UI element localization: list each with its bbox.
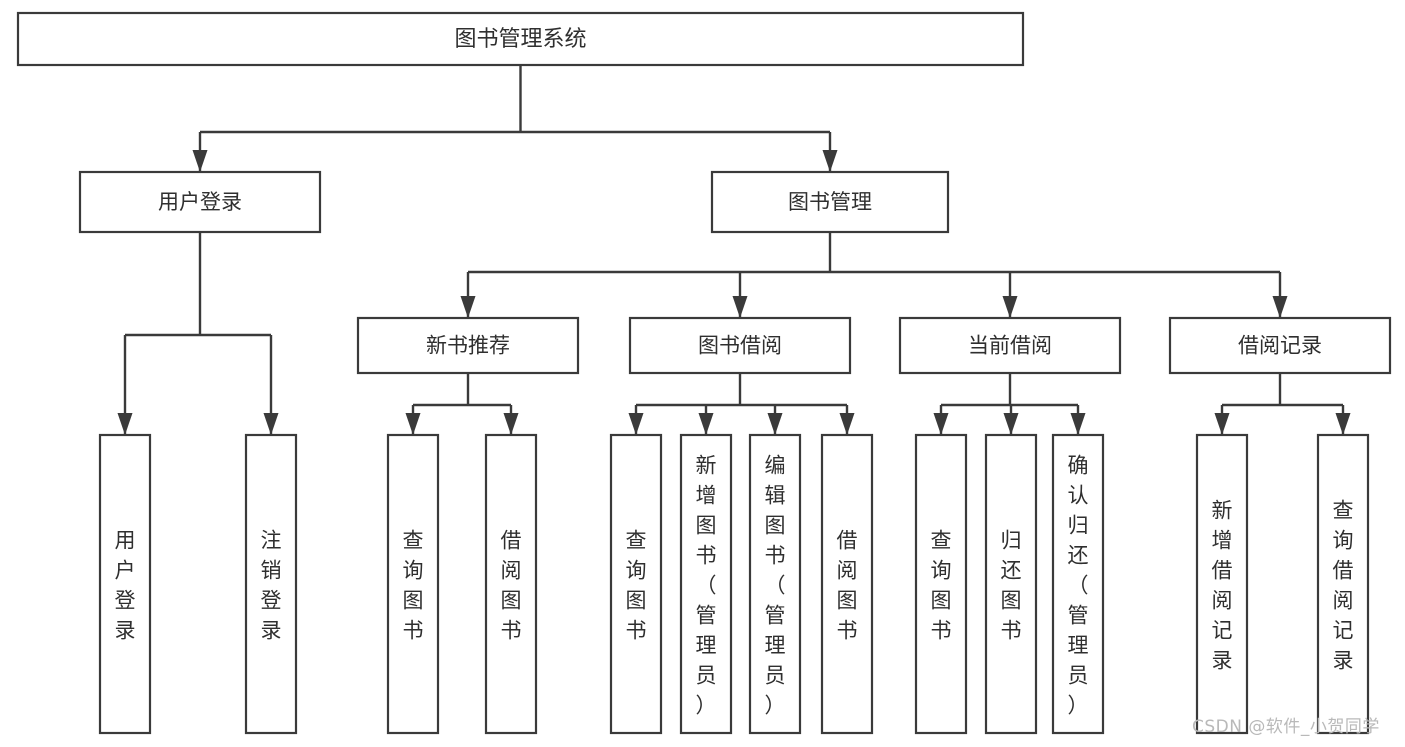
node-leaf-user-login-rect bbox=[98, 433, 152, 735]
node-leaf-query-record-label: 查询借阅记录 bbox=[1333, 498, 1354, 672]
node-leaf-confirm-return-label: 确认归还（管理员） bbox=[1068, 453, 1089, 717]
node-layer: 图书管理系统用户登录图书管理新书推荐图书借阅当前借阅借阅记录用户登录注销登录查询… bbox=[16, 11, 1392, 735]
node-user-login[interactable]: 用户登录 bbox=[78, 170, 322, 234]
node-leaf-borrow-book-2-label: 借阅图书 bbox=[837, 528, 858, 642]
book-borrow-arrow-2 bbox=[767, 413, 783, 435]
node-leaf-query-book-1-rect bbox=[386, 433, 440, 735]
node-leaf-query-book-1[interactable]: 查询图书 bbox=[386, 433, 440, 735]
node-leaf-add-book-rect bbox=[679, 433, 733, 735]
node-leaf-borrow-book-2[interactable]: 借阅图书 bbox=[820, 433, 874, 735]
user-login-arrow-0 bbox=[117, 413, 133, 435]
node-leaf-logout-login-rect bbox=[244, 433, 298, 735]
node-leaf-query-book-1-label: 查询图书 bbox=[403, 528, 424, 642]
node-new-book-recommend[interactable]: 新书推荐 bbox=[356, 316, 580, 375]
new-book-arrow-1 bbox=[503, 413, 519, 435]
node-leaf-query-record-rect bbox=[1316, 433, 1370, 735]
book-manage-arrow-3 bbox=[1272, 296, 1288, 318]
node-book-borrow[interactable]: 图书借阅 bbox=[628, 316, 852, 375]
node-leaf-user-login[interactable]: 用户登录 bbox=[98, 433, 152, 735]
current-borrow-arrow-0 bbox=[933, 413, 949, 435]
node-borrow-record-rect bbox=[1168, 316, 1392, 375]
node-leaf-user-login-label: 用户登录 bbox=[115, 528, 136, 642]
node-leaf-add-record-rect bbox=[1195, 433, 1249, 735]
node-leaf-edit-book-rect bbox=[748, 433, 802, 735]
borrow-record-arrow-1 bbox=[1335, 413, 1351, 435]
node-borrow-record-label: 借阅记录 bbox=[1238, 334, 1322, 358]
node-root-system[interactable]: 图书管理系统 bbox=[16, 11, 1025, 67]
node-leaf-borrow-book-1-rect bbox=[484, 433, 538, 735]
node-leaf-query-book-3[interactable]: 查询图书 bbox=[914, 433, 968, 735]
node-leaf-query-book-3-rect bbox=[914, 433, 968, 735]
node-book-manage-rect bbox=[710, 170, 950, 234]
node-borrow-record[interactable]: 借阅记录 bbox=[1168, 316, 1392, 375]
user-login-arrow-1 bbox=[263, 413, 279, 435]
node-leaf-edit-book[interactable]: 编辑图书（管理员） bbox=[748, 433, 802, 735]
node-root-system-label: 图书管理系统 bbox=[454, 27, 586, 52]
node-root-system-rect bbox=[16, 11, 1025, 67]
node-leaf-query-book-3-label: 查询图书 bbox=[931, 528, 952, 642]
node-leaf-query-record[interactable]: 查询借阅记录 bbox=[1316, 433, 1370, 735]
node-book-manage[interactable]: 图书管理 bbox=[710, 170, 950, 234]
root-arrow-0 bbox=[192, 150, 208, 172]
node-book-borrow-label: 图书借阅 bbox=[698, 334, 782, 358]
node-new-book-recommend-rect bbox=[356, 316, 580, 375]
new-book-arrow-0 bbox=[405, 413, 421, 435]
node-leaf-add-book[interactable]: 新增图书（管理员） bbox=[679, 433, 733, 735]
node-current-borrow-label: 当前借阅 bbox=[968, 334, 1052, 358]
node-leaf-borrow-book-2-rect bbox=[820, 433, 874, 735]
node-leaf-logout-login[interactable]: 注销登录 bbox=[244, 433, 298, 735]
book-borrow-arrow-1 bbox=[698, 413, 714, 435]
current-borrow-arrow-2 bbox=[1070, 413, 1086, 435]
node-new-book-recommend-label: 新书推荐 bbox=[426, 334, 510, 358]
node-leaf-return-book-rect bbox=[984, 433, 1038, 735]
borrow-record-arrow-0 bbox=[1214, 413, 1230, 435]
node-leaf-confirm-return-rect bbox=[1051, 433, 1105, 735]
book-manage-arrow-1 bbox=[732, 296, 748, 318]
node-leaf-query-book-2-label: 查询图书 bbox=[626, 528, 647, 642]
node-leaf-return-book-label: 归还图书 bbox=[1001, 528, 1022, 642]
node-leaf-query-book-2[interactable]: 查询图书 bbox=[609, 433, 663, 735]
book-manage-arrow-2 bbox=[1002, 296, 1018, 318]
node-leaf-add-book-label: 新增图书（管理员） bbox=[696, 453, 717, 717]
node-leaf-edit-book-label: 编辑图书（管理员） bbox=[765, 453, 786, 717]
node-leaf-logout-login-label: 注销登录 bbox=[261, 528, 282, 642]
node-leaf-query-book-2-rect bbox=[609, 433, 663, 735]
book-borrow-arrow-0 bbox=[628, 413, 644, 435]
node-leaf-return-book[interactable]: 归还图书 bbox=[984, 433, 1038, 735]
node-user-login-rect bbox=[78, 170, 322, 234]
current-borrow-arrow-1 bbox=[1003, 413, 1019, 435]
node-current-borrow-rect bbox=[898, 316, 1122, 375]
node-current-borrow[interactable]: 当前借阅 bbox=[898, 316, 1122, 375]
node-book-borrow-rect bbox=[628, 316, 852, 375]
watermark: CSDN @软件_小贺同学 bbox=[1192, 717, 1380, 737]
node-leaf-add-record[interactable]: 新增借阅记录 bbox=[1195, 433, 1249, 735]
node-book-manage-label: 图书管理 bbox=[788, 190, 872, 214]
node-leaf-confirm-return[interactable]: 确认归还（管理员） bbox=[1051, 433, 1105, 735]
node-user-login-label: 用户登录 bbox=[158, 190, 242, 214]
node-leaf-borrow-book-1-label: 借阅图书 bbox=[501, 528, 522, 642]
node-leaf-borrow-book-1[interactable]: 借阅图书 bbox=[484, 433, 538, 735]
node-leaf-add-record-label: 新增借阅记录 bbox=[1212, 498, 1233, 672]
book-manage-arrow-0 bbox=[460, 296, 476, 318]
connector-layer bbox=[117, 65, 1351, 435]
root-arrow-1 bbox=[822, 150, 838, 172]
book-borrow-arrow-3 bbox=[839, 413, 855, 435]
